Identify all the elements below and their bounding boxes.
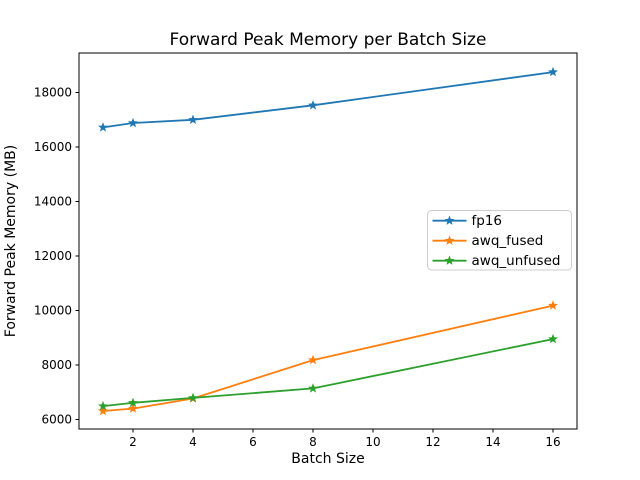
y-tick-label: 18000 <box>34 86 72 100</box>
awq_fused-marker <box>98 405 108 416</box>
fp16-legend-marker <box>444 215 455 225</box>
y-tick-label: 8000 <box>41 358 72 372</box>
awq_fused-marker <box>308 354 318 365</box>
legend-label-fp16: fp16 <box>472 213 503 229</box>
x-tick-label: 16 <box>545 435 560 449</box>
awq_unfused-marker <box>98 400 108 411</box>
fp16-marker <box>128 117 138 128</box>
x-tick-label: 12 <box>425 435 440 449</box>
fp16-line <box>102 71 554 129</box>
plot-border <box>78 52 578 430</box>
legend-label-awq_unfused: awq_unfused <box>472 253 561 269</box>
x-tick-label: 2 <box>129 435 137 449</box>
awq_unfused-marker <box>548 333 558 344</box>
awq_unfused-marker <box>128 397 138 408</box>
awq_fused-line <box>102 304 554 412</box>
fp16-marker <box>548 66 558 77</box>
x-tick-label: 4 <box>189 435 197 449</box>
x-tick-label: 8 <box>309 435 317 449</box>
plot-area: 2 4 6 8 10 12 14 16 6000 8000 10000 12000 14000 16000… <box>34 52 578 449</box>
x-tick-label: 6 <box>249 435 257 449</box>
awq_fused-legend-marker <box>444 235 455 245</box>
chart-title: Forward Peak Memory per Batch Size <box>170 30 487 50</box>
legend: fp16 awq_fused awq_unfused <box>427 210 572 271</box>
y-tick-label: 14000 <box>34 194 72 208</box>
x-tick-label: 14 <box>485 435 500 449</box>
fp16-marker <box>98 122 108 132</box>
awq_unfused-marker <box>188 392 198 403</box>
y-tick-label: 6000 <box>41 412 72 426</box>
awq_fused-marker <box>128 403 138 413</box>
legend-label-awq_fused: awq_fused <box>472 233 544 249</box>
y-axis-label: Forward Peak Memory (MB) <box>3 145 19 337</box>
awq_unfused-line <box>102 338 554 407</box>
x-axis-label: Batch Size <box>291 451 364 467</box>
x-tick-label: 10 <box>365 435 380 449</box>
y-tick-label: 12000 <box>34 249 72 263</box>
awq_fused-marker <box>548 300 558 310</box>
awq_unfused-legend-marker <box>444 255 455 265</box>
awq_unfused-marker <box>308 383 318 393</box>
y-tick-label: 16000 <box>34 140 72 154</box>
legend-box <box>427 210 572 271</box>
fp16-marker <box>188 114 198 124</box>
fp16-marker <box>308 100 318 110</box>
y-tick-label: 10000 <box>34 303 72 317</box>
